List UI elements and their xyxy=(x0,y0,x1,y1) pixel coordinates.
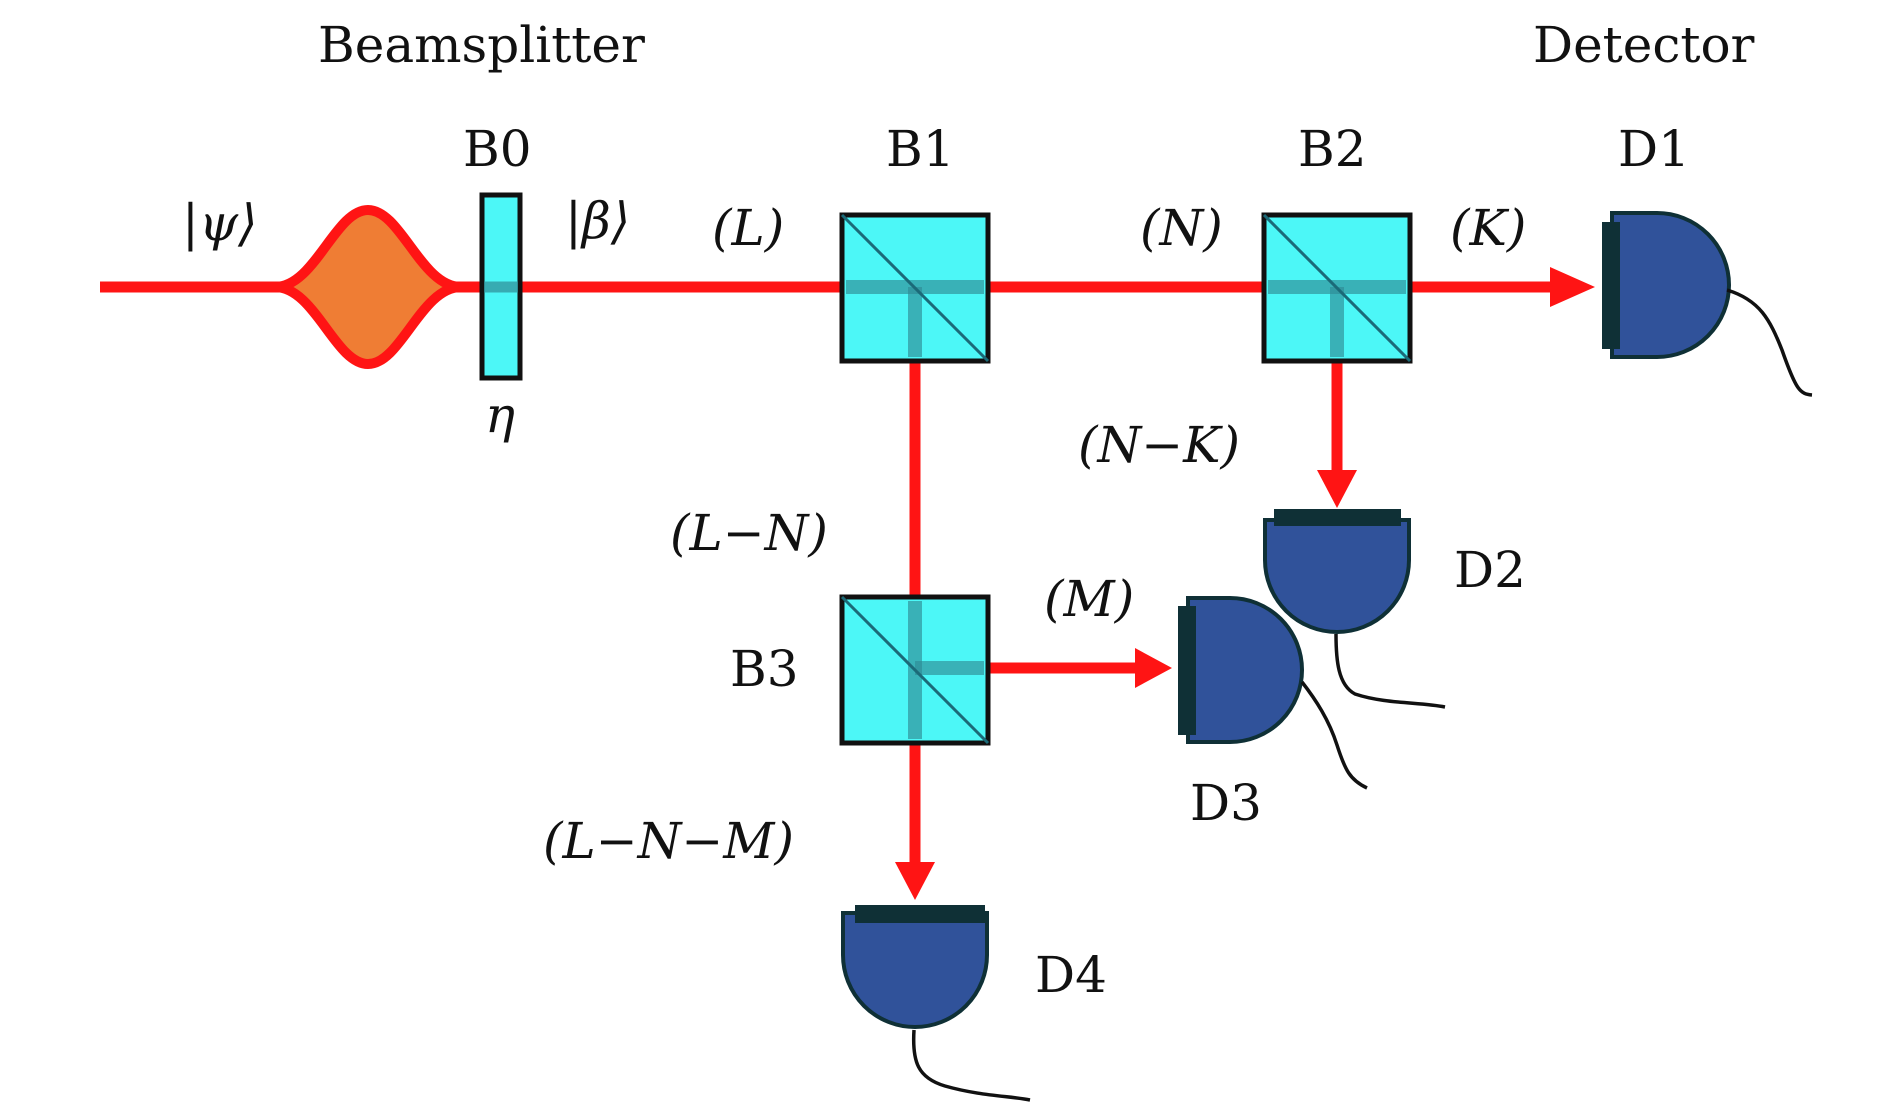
d4-label: D4 xyxy=(1035,946,1107,1004)
b2-label: B2 xyxy=(1298,120,1367,178)
b0-label: B0 xyxy=(463,120,532,178)
psi-state-label: |ψ⟩ xyxy=(182,194,258,252)
b3-label: B3 xyxy=(730,640,799,698)
beamsplitter-heading: Beamsplitter xyxy=(318,16,645,74)
d1-label: D1 xyxy=(1618,120,1690,178)
input-pulse xyxy=(274,204,462,370)
d3-label: D3 xyxy=(1190,774,1262,832)
eta-label: η xyxy=(485,386,515,444)
beam-label-l-minus-n-minus-m: (L−N−M) xyxy=(543,812,794,870)
beam-label-n: (N) xyxy=(1140,199,1223,257)
d2-detector xyxy=(1263,509,1446,709)
beam-label-l: (L) xyxy=(712,199,784,257)
beam-k-arrowhead xyxy=(1550,267,1595,307)
d4-detector xyxy=(841,905,1031,1102)
beta-state-label: |β⟩ xyxy=(565,192,630,250)
b2-beamsplitter-cube xyxy=(1261,212,1413,364)
b1-label: B1 xyxy=(886,120,955,178)
beam-l-minus-n-minus-m-arrowhead xyxy=(895,862,935,900)
d1-detector xyxy=(1602,211,1813,397)
d3-detector xyxy=(1178,596,1368,790)
beam-label-n-minus-k: (N−K) xyxy=(1078,416,1240,474)
beam-label-l-minus-n: (L−N) xyxy=(670,504,828,562)
beam-n-minus-k-arrowhead xyxy=(1317,470,1357,508)
detector-heading: Detector xyxy=(1533,16,1755,74)
b1-beamsplitter-cube xyxy=(839,212,991,364)
beam-label-m: (M) xyxy=(1044,570,1134,628)
beam-m-arrowhead xyxy=(1135,648,1172,688)
d2-label: D2 xyxy=(1454,541,1526,599)
beam-label-k: (K) xyxy=(1450,199,1526,257)
b3-beamsplitter-cube xyxy=(839,594,991,746)
